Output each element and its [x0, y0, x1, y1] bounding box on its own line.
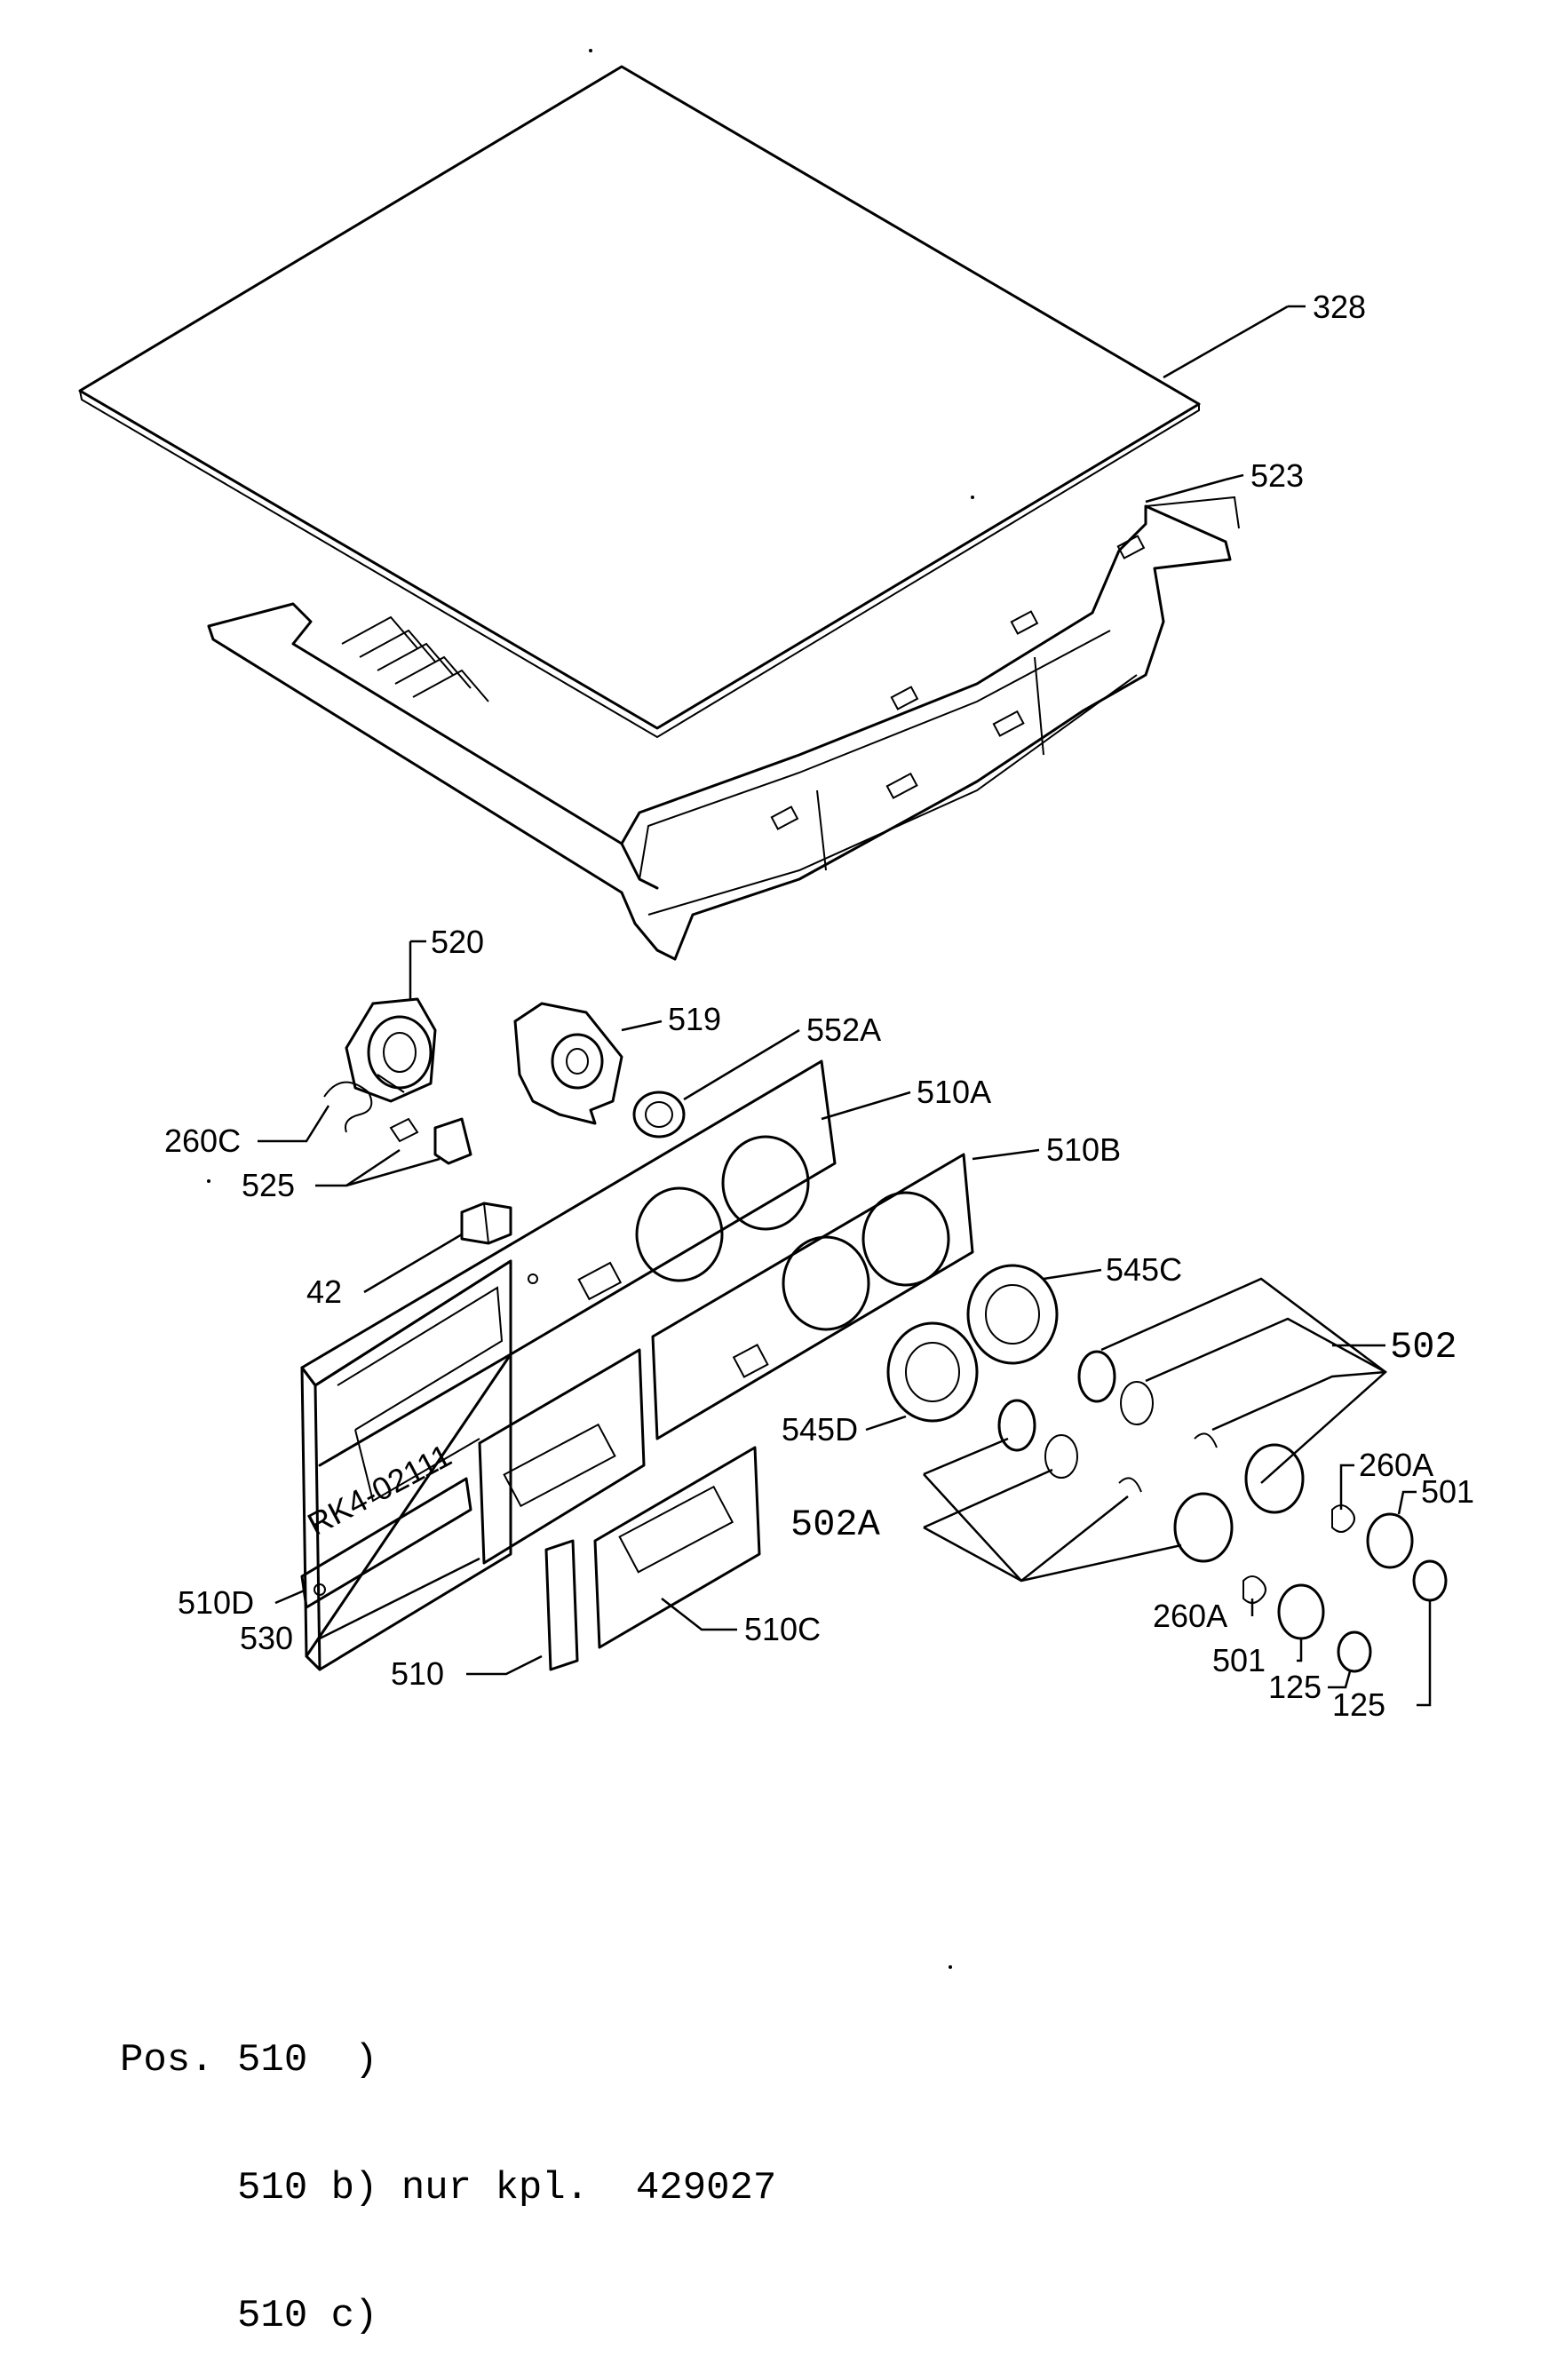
- scan-dot: [971, 496, 974, 499]
- label-42: 42: [306, 1273, 342, 1310]
- scan-dot: [949, 1965, 952, 1969]
- label-510C: 510C: [744, 1611, 821, 1647]
- part-42-connector: [363, 1202, 512, 1294]
- label-260C: 260C: [164, 1123, 241, 1159]
- label-545D: 545D: [782, 1411, 858, 1448]
- part-552A-ring: [632, 1028, 800, 1138]
- label-519: 519: [668, 1001, 721, 1037]
- label-510A: 510A: [917, 1074, 991, 1110]
- note-line-3: 510 c): [120, 2294, 378, 2338]
- part-519-bracket: [513, 1002, 663, 1125]
- part-525-switch: [315, 1117, 472, 1187]
- part-510C-panel: [593, 1446, 761, 1649]
- part-502-knobs: [1077, 1277, 1387, 1514]
- label-510: 510: [391, 1655, 444, 1692]
- part-510B-panel: [651, 1148, 1040, 1440]
- note-line-2: 510 b) nur kpl. 429027: [120, 2166, 777, 2210]
- part-510A-panel: RK4-02111: [300, 1059, 911, 1671]
- label-552A: 552A: [806, 1012, 881, 1048]
- label-502A: 502A: [790, 1503, 881, 1546]
- part-328-cover-plate: [78, 65, 1306, 739]
- label-525: 525: [242, 1167, 295, 1203]
- exploded-parts-diagram: RK4-02111: [78, 49, 1474, 1969]
- label-520: 520: [431, 924, 484, 960]
- label-260A-top: 260A: [1359, 1447, 1433, 1483]
- part-510-strip: [466, 1539, 579, 1676]
- part-530-panel: [319, 1348, 646, 1640]
- label-125-left: 125: [1268, 1669, 1322, 1705]
- label-510B: 510B: [1046, 1131, 1121, 1168]
- part-523-frame: [207, 473, 1244, 961]
- label-530: 530: [240, 1620, 293, 1656]
- scan-dot: [589, 49, 592, 52]
- part-stamp: RK4-02111: [302, 1437, 457, 1543]
- note-line-1: Pos. 510 ): [120, 2038, 378, 2082]
- part-260C-spring: [258, 1081, 373, 1143]
- part-510D-strip: [274, 1477, 472, 1609]
- label-502: 502: [1390, 1326, 1457, 1368]
- scan-dot: [207, 1179, 210, 1183]
- label-328: 328: [1313, 289, 1366, 325]
- label-523: 523: [1250, 457, 1304, 494]
- label-501-top: 501: [1421, 1473, 1474, 1510]
- part-260A-springs: [1242, 1464, 1355, 1616]
- part-545C-ring: [966, 1264, 1102, 1365]
- part-502A-knobs: [923, 1399, 1234, 1583]
- part-520-selector: [345, 940, 437, 1103]
- part-125-rings: [1328, 1559, 1448, 1707]
- label-125-right: 125: [1332, 1686, 1385, 1723]
- label-501-bottom: 501: [1212, 1642, 1266, 1678]
- part-545D-ring: [865, 1321, 979, 1432]
- part-501-rings: [1277, 1490, 1417, 1662]
- label-510D: 510D: [178, 1584, 254, 1621]
- label-260A-bottom: 260A: [1153, 1598, 1227, 1634]
- label-545C: 545C: [1106, 1251, 1182, 1288]
- parts-notes: Pos. 510 ) 510 b) nur kpl. 429027 510 c): [120, 1954, 776, 2380]
